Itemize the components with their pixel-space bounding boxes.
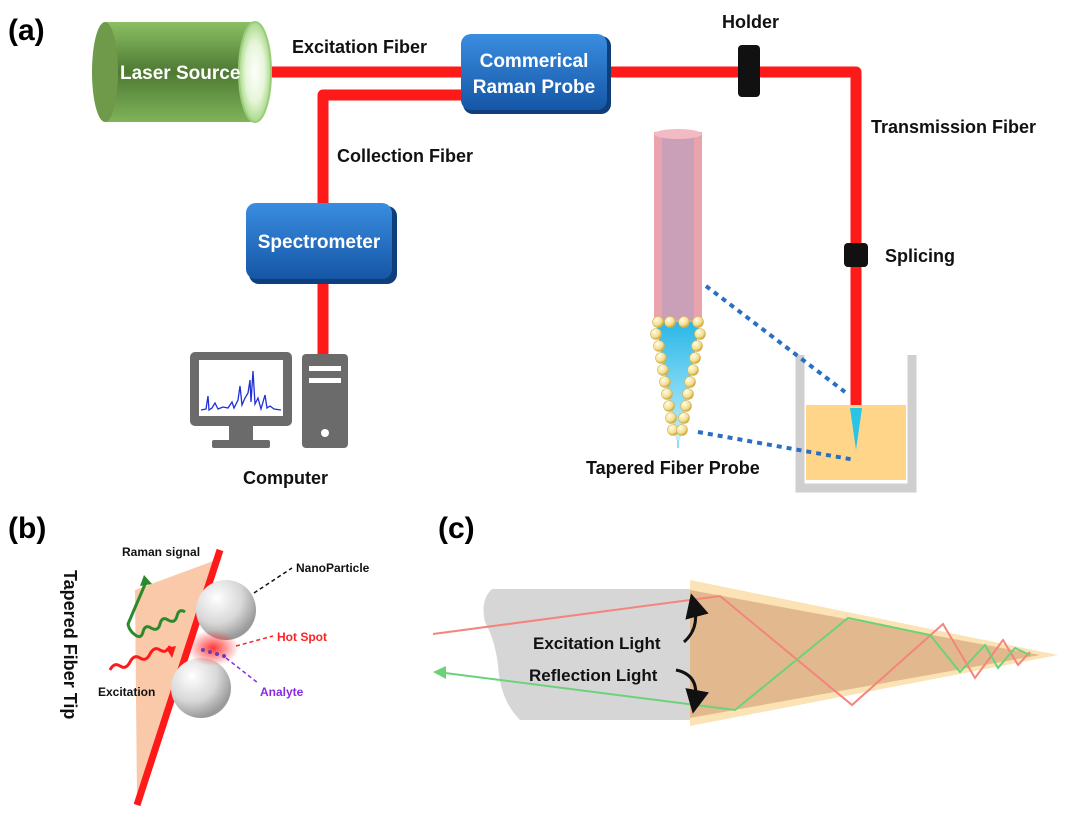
gold-nanoparticle-bead (663, 400, 675, 412)
tapered-fiber-tip-label: Tapered Fiber Tip (60, 570, 80, 719)
excitation-curved-arrow (682, 593, 709, 644)
raman-probe-label-line2: Raman Probe (473, 77, 595, 98)
nanoparticle-upper (196, 580, 256, 640)
tapered-region (690, 590, 1040, 718)
laser-source-label: Laser Source (120, 63, 240, 84)
computer-monitor-icon (190, 352, 292, 448)
transmission-fiber (605, 66, 862, 410)
excitation-light-ray (432, 594, 1031, 707)
gold-nanoparticle-bead (664, 316, 676, 328)
gold-nanoparticle-bead (650, 328, 662, 340)
gold-nanoparticle-bead (682, 388, 694, 400)
gold-nanoparticle-bead (676, 424, 688, 436)
gold-nanoparticle-bead (684, 376, 696, 388)
gold-nanoparticle-bead (691, 340, 703, 352)
raman-spectrum-icon (200, 370, 282, 412)
excitation-fiber-label: Excitation Fiber (292, 37, 427, 57)
gold-nanoparticle-bead (652, 316, 664, 328)
raman-probe-label-line1: Commerical (480, 51, 589, 72)
reflection-arrowhead (433, 666, 446, 679)
excitation-label: Excitation (98, 685, 155, 699)
nanoparticle-coating (650, 316, 706, 436)
gold-nanoparticle-bead (680, 400, 692, 412)
reflection-curved-arrow (675, 668, 709, 714)
gold-nanoparticle-bead (689, 352, 701, 364)
hot-spot-label: Hot Spot (277, 630, 327, 644)
analyte-label: Analyte (260, 685, 304, 699)
fiber-core-untapered (483, 589, 690, 720)
gold-nanoparticle-bead (659, 376, 671, 388)
nanoparticle-lower (171, 658, 231, 718)
laser-source: Laser Source (92, 21, 272, 123)
excitation-light-label: Excitation Light (533, 634, 661, 653)
reflection-light-ray (444, 616, 1031, 712)
tapered-fiber-probe-label: Tapered Fiber Probe (586, 458, 760, 478)
excitation-wave (108, 645, 172, 671)
raman-signal-label: Raman signal (122, 545, 200, 559)
spectrometer-box: Spectrometer (246, 203, 397, 284)
gold-nanoparticle-bead (678, 316, 690, 328)
fiber-paths (255, 66, 862, 410)
holder-label: Holder (722, 12, 779, 32)
collection-fiber-label: Collection Fiber (337, 146, 473, 166)
raman-probe-box: Commerical Raman Probe (461, 34, 611, 114)
raman-signal-wave (126, 581, 186, 639)
hot-spot-glow (187, 630, 239, 666)
panel-label-a: (a) (8, 14, 45, 47)
panel-label-b: (b) (8, 512, 46, 545)
excitation-arrowhead (166, 646, 176, 658)
gold-nanoparticle-bead (694, 328, 706, 340)
nanoparticle-label: NanoParticle (296, 561, 370, 575)
gold-nanoparticle-bead (657, 364, 669, 376)
zoom-indicator-top (704, 284, 847, 394)
fiber-tip-in-beaker (850, 408, 862, 450)
computer-label: Computer (243, 468, 328, 488)
analyte-molecules (201, 648, 226, 658)
splicing-label: Splicing (885, 246, 955, 266)
gold-nanoparticle-bead (653, 340, 665, 352)
laser-output-face (238, 21, 272, 123)
spectrometer-label: Spectrometer (258, 232, 381, 253)
collection-fiber (317, 89, 470, 215)
computer-tower-icon (302, 354, 348, 448)
reflection-light-label: Reflection Light (529, 666, 658, 685)
gold-nanoparticle-bead (661, 388, 673, 400)
gold-nanoparticle-bead (665, 412, 677, 424)
splice-connector (844, 243, 868, 267)
gold-nanoparticle-bead (655, 352, 667, 364)
zoom-indicator-bottom (697, 430, 856, 462)
raman-signal-arrowhead (140, 575, 152, 586)
transmission-fiber-label: Transmission Fiber (871, 117, 1036, 137)
gold-nanoparticle-bead (687, 364, 699, 376)
gold-nanoparticle-bead (692, 316, 704, 328)
holder-clamp (738, 45, 760, 97)
tapered-fiber-probe-magnified (650, 129, 706, 448)
panel-label-c: (c) (438, 512, 475, 545)
gold-nanoparticle-bead (678, 412, 690, 424)
